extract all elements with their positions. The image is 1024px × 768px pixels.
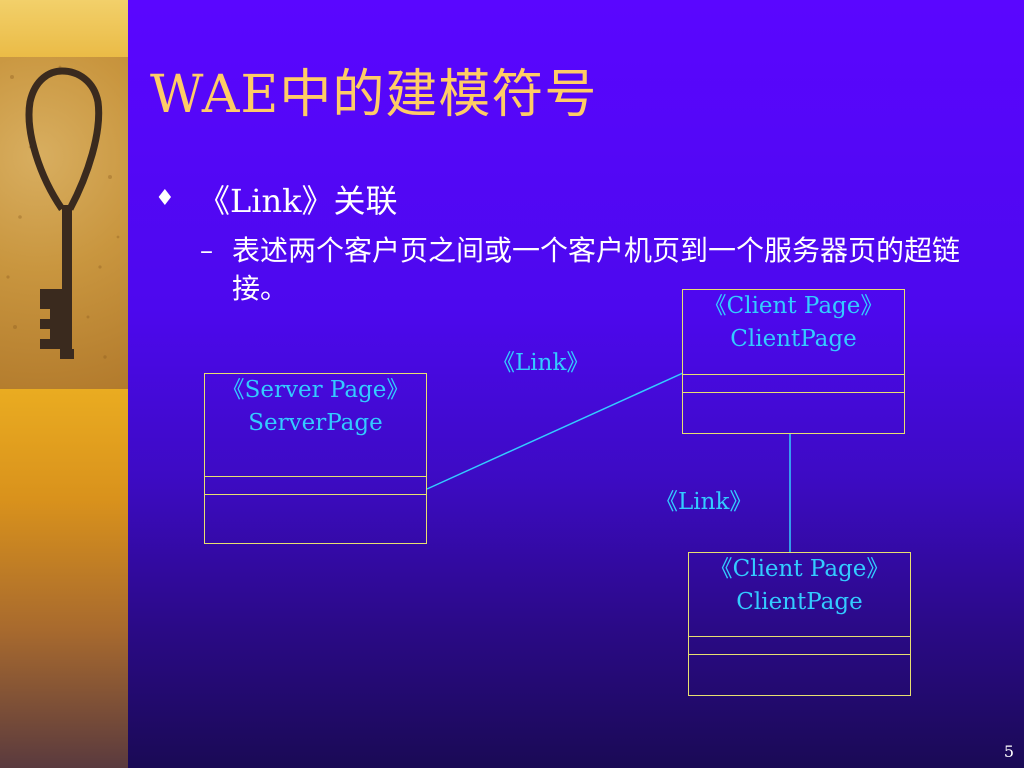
- class-compartment-divider: [205, 476, 426, 477]
- server-page-stereotype: 《Server Page》: [221, 377, 410, 403]
- class-compartment-divider: [689, 654, 910, 655]
- client-page-header: 《Client Page》 ClientPage: [689, 553, 910, 619]
- server-page-name: ServerPage: [248, 410, 383, 436]
- client-page-stereotype: 《Client Page》: [709, 556, 890, 582]
- antique-key-image: [0, 57, 128, 389]
- slide-title: WAE中的建模符号: [150, 65, 598, 125]
- client-page-box-bottom: 《Client Page》 ClientPage: [688, 552, 911, 696]
- client-page-stereotype: 《Client Page》: [703, 293, 884, 319]
- client-page-name: ClientPage: [736, 589, 863, 615]
- page-number: 5: [1003, 742, 1014, 761]
- class-compartment-divider: [205, 494, 426, 495]
- client-page-box-top: 《Client Page》 ClientPage: [682, 289, 905, 434]
- class-compartment-divider: [683, 392, 904, 393]
- class-compartment-divider: [689, 636, 910, 637]
- diamond-bullet-icon: ♦: [155, 186, 175, 211]
- bullet-text: 《Link》关联: [198, 182, 398, 220]
- server-page-box: 《Server Page》 ServerPage: [204, 373, 427, 544]
- sub-bullet-text: 表述两个客户页之间或一个客户机页到一个服务器页的超链接。: [232, 234, 961, 305]
- link-label-client-client: 《Link》: [655, 489, 753, 515]
- client-page-header: 《Client Page》 ClientPage: [683, 290, 904, 356]
- dash-bullet-icon: –: [200, 236, 213, 266]
- server-page-header: 《Server Page》 ServerPage: [205, 374, 426, 440]
- client-page-name: ClientPage: [730, 326, 857, 352]
- link-line-server-to-client: [426, 372, 684, 490]
- link-label-server-client: 《Link》: [492, 350, 590, 376]
- class-compartment-divider: [683, 374, 904, 375]
